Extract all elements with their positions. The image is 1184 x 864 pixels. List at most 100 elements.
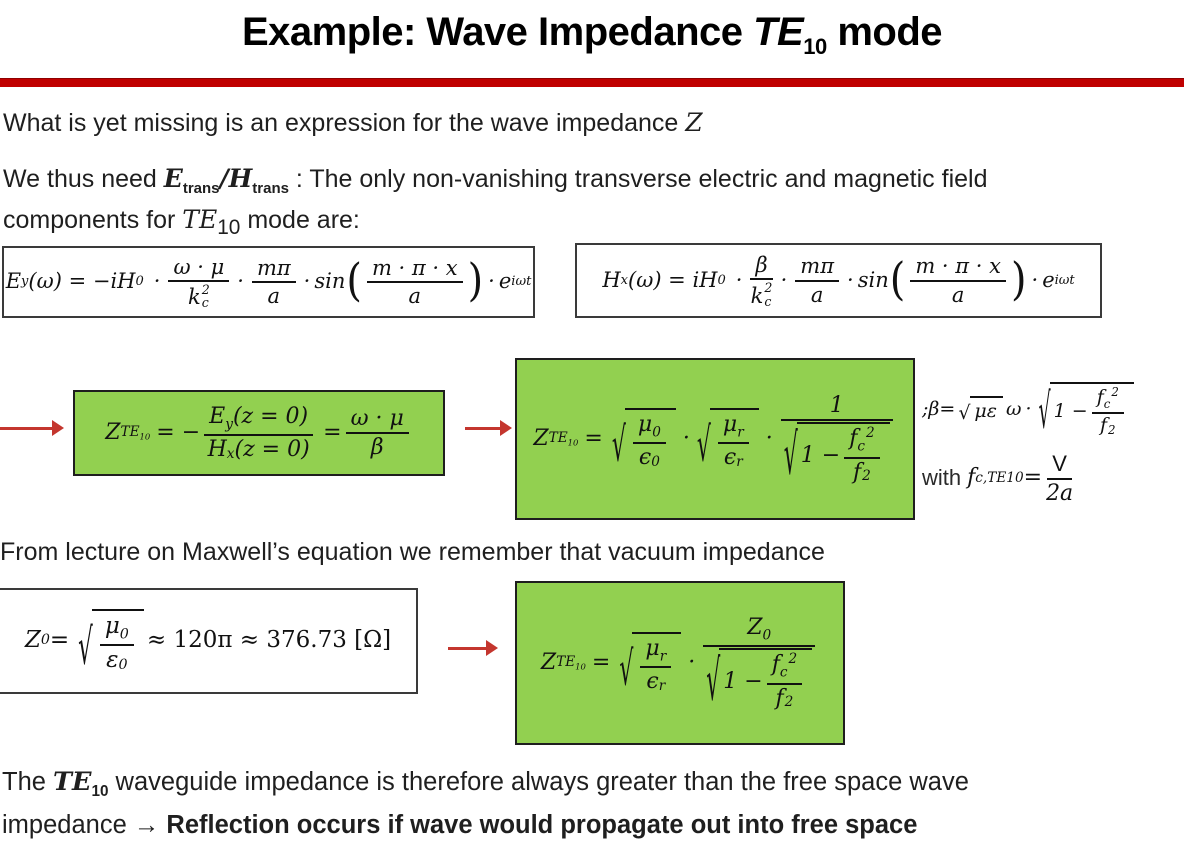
math-term: f (967, 465, 976, 491)
math-term: μ (637, 411, 653, 437)
arrow-shaft (0, 426, 55, 430)
paragraph-text: waveguide impedance is therefore always … (108, 768, 969, 796)
math-sup: 2 (862, 468, 871, 485)
arrow-head (486, 640, 498, 656)
math-sup: 2 (1108, 422, 1116, 437)
math-term: μ (645, 635, 660, 661)
arrow-right-icon: → (133, 810, 160, 839)
math-term: f (853, 459, 862, 485)
h-trans-subscript: trans (252, 180, 289, 197)
fraction-numerator: m · π · x (366, 256, 463, 283)
math-sub: r (737, 424, 744, 441)
math-term: ε (106, 646, 119, 673)
math-term: (ω) = −iH (28, 269, 136, 294)
multiply-dot: · (1025, 398, 1032, 421)
math-sup: 2 (784, 694, 794, 711)
math-term: μ (722, 411, 738, 437)
with-word: with (922, 465, 962, 491)
multiply-dot: · (237, 269, 244, 294)
math-term: H (207, 436, 227, 462)
fraction-numerator: fc2 (766, 651, 803, 685)
math-term: μ (104, 612, 120, 639)
math-sup: 2 (201, 281, 210, 297)
fraction-numerator: mπ (795, 254, 840, 282)
math-term: (z = 0) (232, 403, 309, 429)
paragraph-text: : The only non-vanishing transverse elec… (288, 165, 988, 193)
paragraph-missing-expression: What is yet missing is an expression for… (3, 108, 703, 138)
multiply-dot: · (682, 425, 690, 451)
math-term: f (771, 652, 780, 678)
fraction-numerator: V (1047, 451, 1072, 480)
math-sub: TE10 (121, 424, 151, 442)
math-term: (ω) = iH (628, 267, 718, 292)
te-symbol: TE (53, 767, 92, 797)
maxwell-sentence: From lecture on Maxwell’s equation we re… (0, 538, 825, 566)
fraction-numerator: μ0 (632, 411, 666, 444)
multiply-dot: · (765, 425, 773, 451)
bold-conclusion-text: Reflection occurs if wave would propagat… (159, 810, 918, 839)
math-term: ; (922, 398, 929, 421)
math-sub: 0 (717, 272, 726, 288)
math-sup: 2 (866, 425, 875, 442)
h-trans-symbol: H (228, 164, 253, 193)
math-sub: TE10 (556, 654, 586, 672)
math-sup: 2 (764, 280, 773, 296)
equals-sign: = (939, 398, 956, 421)
math-subsub: 10 (575, 661, 586, 672)
fraction-numerator: ω · μ (168, 255, 230, 282)
fraction-numerator: Ey(z = 0) (204, 403, 314, 436)
math-term: 1 − (800, 442, 841, 468)
te-subscript: 10 (217, 215, 241, 239)
multiply-dot: · (1031, 267, 1039, 292)
paragraph-text: What is yet missing is an expression for… (3, 109, 686, 137)
title-text-suffix: mode (826, 10, 943, 54)
arrow-shaft (448, 646, 489, 650)
equals-sign: = (591, 649, 611, 675)
multiply-dot: · (780, 267, 788, 292)
fraction-denominator: β (370, 435, 384, 460)
square-root: √με (958, 396, 1003, 423)
math-sub: 0 (40, 632, 50, 649)
sin-function: sin (314, 269, 346, 294)
multiply-dot: · (688, 649, 696, 675)
math-sub: c (779, 664, 788, 681)
math-sub: TE (556, 654, 576, 671)
left-paren: ( (346, 255, 362, 307)
left-paren: ( (889, 253, 906, 306)
fraction-numerator: fc2 (844, 425, 880, 459)
math-sub: 0 (118, 656, 128, 673)
math-sub: c (764, 293, 772, 309)
math-term: E (5, 269, 22, 294)
math-term: Z (533, 425, 549, 451)
math-sub: y (21, 274, 29, 290)
math-term: k (750, 283, 764, 308)
sin-function: sin (857, 267, 889, 292)
